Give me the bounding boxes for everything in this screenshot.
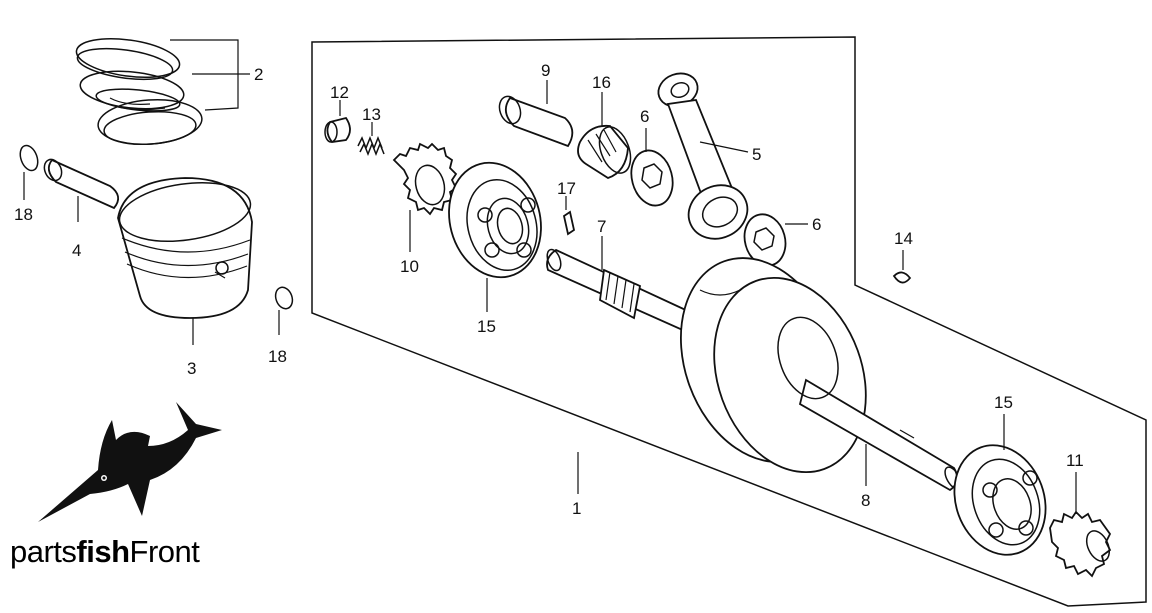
bearing-left [448,161,542,279]
timing-gear [1049,510,1112,578]
crank-pin [498,95,574,148]
key-17 [562,210,576,236]
bearing-right [953,444,1047,556]
label-6b: 6 [812,215,821,234]
label-10: 10 [400,257,419,276]
gear [392,142,458,216]
label-13: 13 [362,105,381,124]
label-6a: 6 [640,107,649,126]
label-17: 17 [557,179,576,198]
label-2: 2 [254,65,263,84]
piston-rings [75,38,203,146]
leader-2 [170,39,250,111]
connecting-rod [657,72,749,240]
assembly-outline [311,36,1147,607]
crankshaft-left [546,248,867,474]
thrust-washer-bottom [743,213,787,267]
needle-bearing [577,124,632,179]
label-8: 8 [861,491,870,510]
label-18a: 18 [14,205,33,224]
label-3: 3 [187,359,196,378]
logo-part-1: parts [10,534,77,569]
circlip-right [274,286,294,310]
label-7: 7 [597,217,606,236]
label-5: 5 [752,145,761,164]
piston [117,177,253,319]
label-18b: 18 [268,347,287,366]
label-1: 1 [572,499,581,518]
logo-wordmark: partsfishFront [10,534,200,570]
label-16: 16 [592,73,611,92]
label-14: 14 [894,229,913,248]
label-15a: 15 [477,317,496,336]
logo-part-2: fish [76,534,130,569]
thrust-washer-top [630,149,674,207]
label-9: 9 [541,61,550,80]
piston-pin [43,158,120,210]
label-12: 12 [330,83,349,102]
circlip-left [19,144,39,172]
fish-logo-icon [38,402,222,522]
key-14 [892,271,912,284]
label-15b: 15 [994,393,1013,412]
logo-part-3: Front [129,534,200,569]
label-4: 4 [72,241,81,260]
leader-5 [699,141,749,153]
label-11: 11 [1066,451,1084,470]
cap [324,116,351,143]
spring [357,135,385,157]
